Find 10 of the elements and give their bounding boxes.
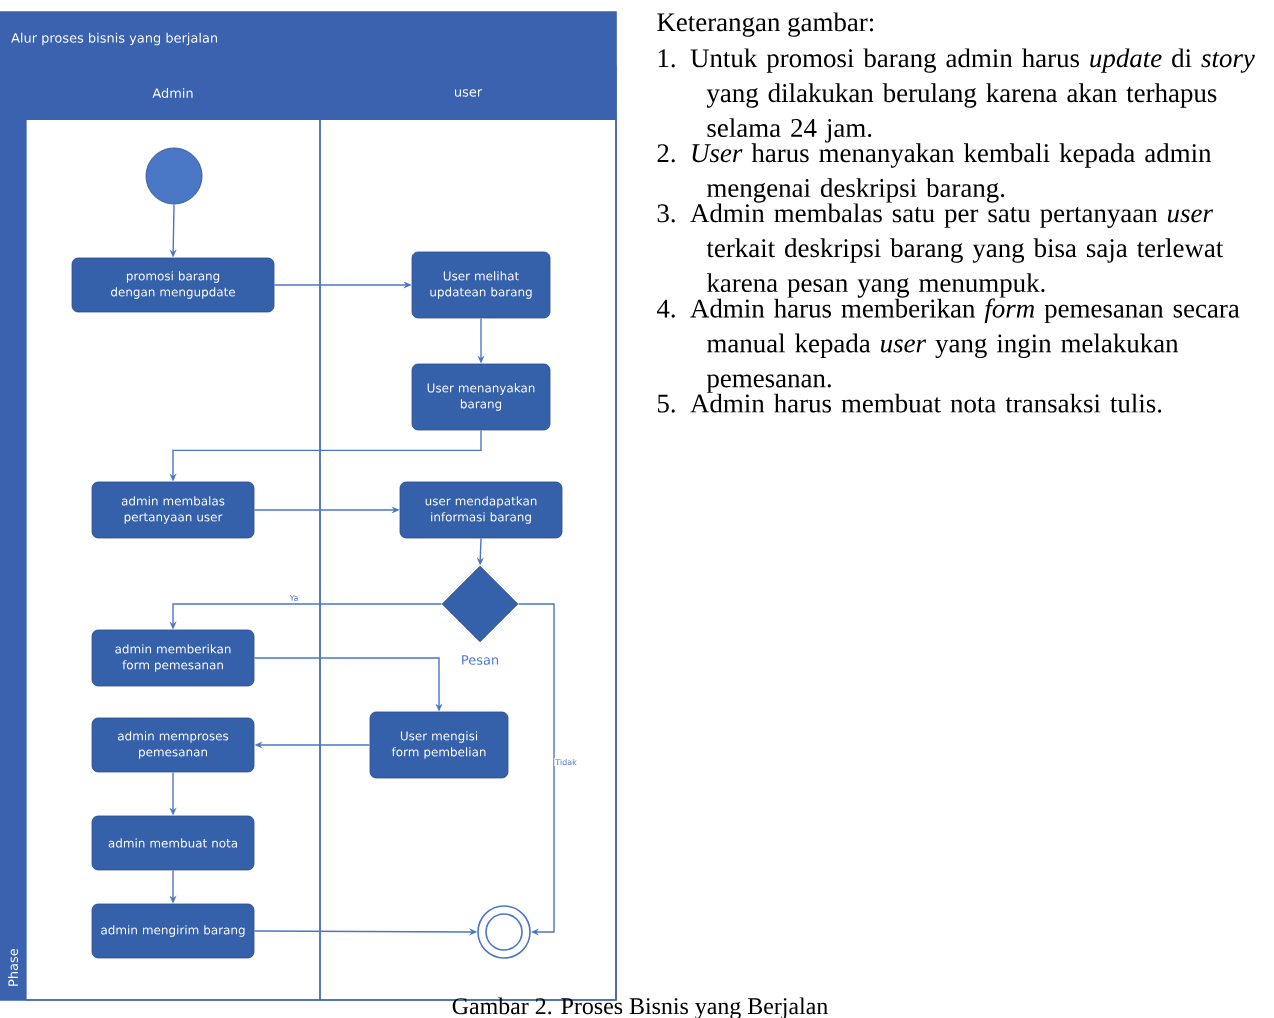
start-circle: [145, 147, 203, 205]
decision-diamond: [441, 565, 519, 643]
note-heading: Keterangan gambar:: [657, 12, 874, 37]
note-item: 1. Untuk promosi barang admin harus update di story yang dilakukan berulang karena akan terhapus selama 24 jam.: [658, 48, 1255, 143]
note-item: 2. User harus menanyakan kembali kepada admin mengenai deskripsi barang.: [657, 143, 1212, 203]
arrow: [517, 603, 555, 936]
end-circle: [477, 905, 531, 959]
note-item: 4. Admin harus memberikan form pemesanan secara manual kepada user yang ingin melakukan pemesanan.: [656, 298, 1240, 393]
note-item: 3. Admin membalas satu per satu pertanyaan user terkait deskripsi barang yang bisa saja terlewat karena pesan yang menumpuk.: [657, 203, 1224, 298]
note-item: 5. Admin harus membuat nota transaksi tulis.: [657, 393, 1162, 413]
